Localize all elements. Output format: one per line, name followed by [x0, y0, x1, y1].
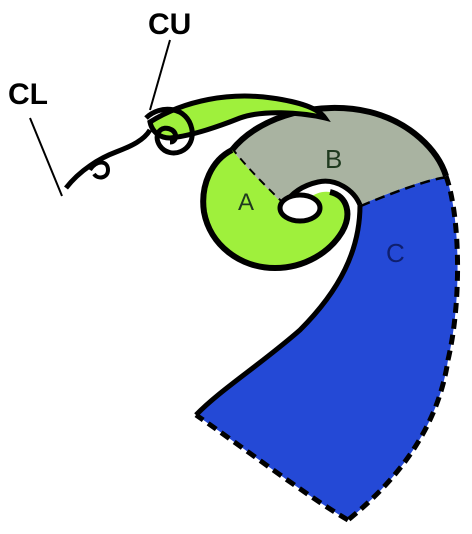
label-cl: CL: [8, 78, 48, 111]
label-cu: CU: [148, 8, 191, 41]
apex-hole: [280, 195, 320, 221]
cl-leader-line: [30, 118, 62, 196]
label-a: A: [238, 189, 254, 216]
label-c: C: [386, 238, 405, 268]
cl-loop: [90, 163, 108, 178]
label-b: B: [325, 144, 342, 174]
cl-curl: [66, 130, 150, 188]
cu-leader-line: [150, 40, 170, 110]
